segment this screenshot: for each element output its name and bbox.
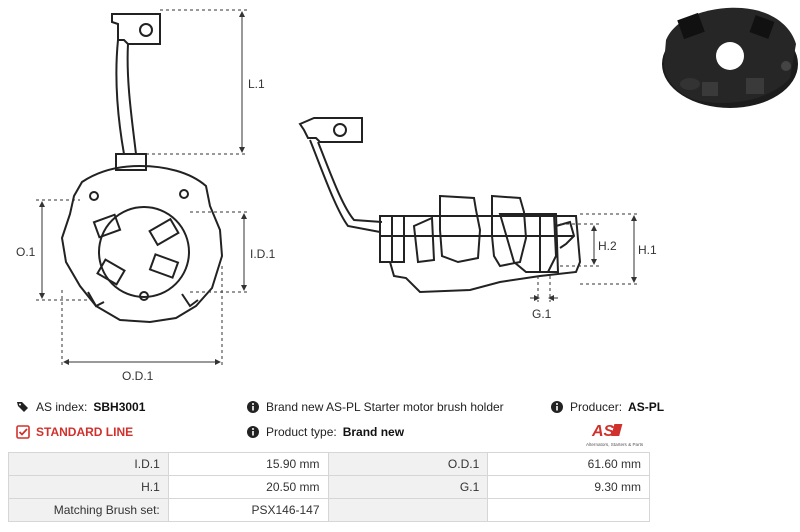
description-text: Brand new AS-PL Starter motor brush hold… (266, 400, 504, 414)
standard-line-label: STANDARD LINE (36, 425, 134, 439)
technical-drawing: L.1 O.1 I.D.1 O.D.1 H. (16, 7, 798, 383)
logo-text: AS (591, 423, 615, 440)
dim-h1-label: H.1 (638, 243, 657, 257)
spec-value: 20.50 mm (167, 475, 329, 499)
spec-value: 15.90 mm (167, 452, 329, 476)
product-type-label: Product type: (266, 425, 337, 439)
tags-icon (16, 400, 30, 414)
spec-value (487, 498, 650, 522)
table-row: Matching Brush set: PSX146-147 (8, 498, 650, 522)
table-row: H.1 20.50 mm G.1 9.30 mm (8, 475, 650, 499)
product-type-value: Brand new (342, 425, 405, 439)
standard-line: STANDARD LINE (16, 425, 133, 439)
as-index-value: SBH3001 (93, 400, 146, 414)
spec-label: H.1 (8, 475, 169, 499)
side-dimensions (530, 213, 640, 302)
producer-label: Producer: (570, 400, 623, 414)
product-info: AS index: SBH3001 Brand new AS-PL Starte… (0, 396, 800, 450)
info-icon (246, 400, 260, 414)
spec-label (327, 498, 489, 522)
checkbox-checked-icon (16, 425, 30, 439)
product-description: Brand new AS-PL Starter motor brush hold… (246, 400, 504, 414)
info-icon (246, 425, 260, 439)
dim-od1-label: O.D.1 (122, 369, 154, 383)
spec-label: G.1 (327, 475, 489, 499)
product-photo[interactable] (662, 7, 798, 108)
as-index: AS index: SBH3001 (16, 400, 145, 414)
producer-value: AS-PL (628, 400, 665, 414)
dim-o1-label: O.1 (16, 245, 36, 259)
spec-value: 9.30 mm (487, 475, 650, 499)
spec-label: O.D.1 (327, 452, 489, 476)
dim-h2-label: H.2 (598, 239, 617, 253)
matching-brush-set-link[interactable]: PSX146-147 (167, 498, 329, 522)
logo-tagline: Alternators, Starters & Parts (586, 442, 644, 447)
as-index-label: AS index: (36, 400, 88, 414)
spec-value: 61.60 mm (487, 452, 650, 476)
as-pl-logo: AS Alternators, Starters & Parts (586, 423, 644, 447)
producer: Producer: AS-PL (550, 400, 664, 414)
info-icon (550, 400, 564, 414)
spec-label: Matching Brush set: (8, 498, 169, 522)
front-view (60, 13, 224, 324)
spec-label: I.D.1 (8, 452, 169, 476)
dim-g1-label: G.1 (532, 307, 552, 321)
dim-id1-label: I.D.1 (250, 247, 276, 261)
table-row: I.D.1 15.90 mm O.D.1 61.60 mm (8, 452, 650, 476)
dim-l1-label: L.1 (248, 77, 265, 91)
product-type: Product type: Brand new (246, 425, 404, 439)
front-dimensions (36, 9, 250, 368)
side-view (298, 117, 582, 294)
specs-table: I.D.1 15.90 mm O.D.1 61.60 mm H.1 20.50 … (8, 452, 650, 522)
